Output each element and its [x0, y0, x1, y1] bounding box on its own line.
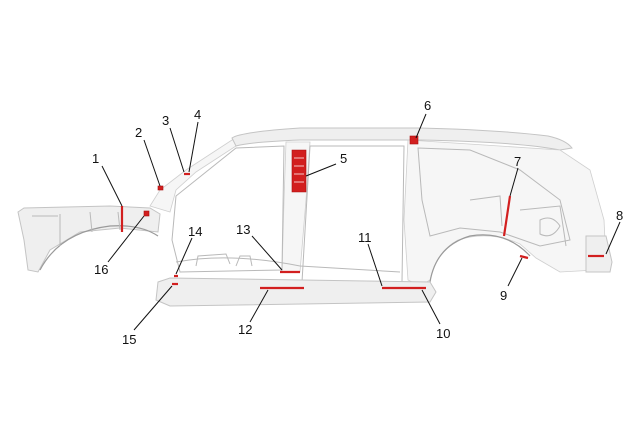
callout-10: 10: [436, 326, 450, 341]
leader-10: [421, 289, 441, 325]
leader-12: [249, 289, 269, 323]
body-shell: [17, 127, 613, 307]
leader-6: [415, 113, 427, 139]
part-7-marker: [502, 195, 512, 237]
callout-14: 14: [188, 224, 202, 239]
leader-15: [133, 285, 173, 331]
front-wheel-arch: [39, 225, 159, 271]
part-5-detail: [294, 157, 304, 183]
leader-3: [169, 127, 185, 173]
callout-9: 9: [500, 288, 507, 303]
leader-2: [143, 139, 161, 187]
callout-15: 15: [122, 332, 136, 347]
seat-crossmember: [195, 253, 253, 267]
front-inner-structure: [32, 211, 121, 246]
leader-11: [367, 243, 383, 287]
part-16-marker: [143, 210, 150, 217]
callout-5: 5: [340, 151, 347, 166]
leader-16: [107, 215, 145, 263]
rear-end-panel: [585, 235, 613, 273]
leader-1: [101, 165, 123, 207]
leader-9: [507, 257, 523, 287]
rear-inner-structure: [469, 195, 567, 247]
rear-quarter-panel: [403, 139, 607, 287]
part-9-marker: [519, 254, 529, 260]
callout-numbers: 1 2 3 4 5 6 7 8 9 10 11 12 13 14 15 16: [92, 98, 623, 347]
roof-rail: [231, 127, 573, 151]
callout-16: 16: [94, 262, 108, 277]
callout-11: 11: [358, 230, 372, 245]
callout-2: 2: [135, 125, 142, 140]
a-pillar: [149, 135, 241, 213]
callout-13: 13: [236, 222, 250, 237]
highlight-parts: [120, 135, 604, 290]
part-6-marker: [409, 135, 419, 145]
callout-12: 12: [238, 322, 252, 337]
leader-14: [175, 237, 193, 275]
callout-6: 6: [424, 98, 431, 113]
leader-5: [305, 163, 337, 177]
part-2-marker: [157, 185, 164, 191]
leader-13: [251, 235, 283, 271]
rear-door-opening: [301, 145, 405, 283]
callout-4: 4: [194, 107, 201, 122]
leader-lines: [101, 113, 621, 331]
leader-7: [509, 167, 519, 197]
callout-1: 1: [92, 151, 99, 166]
leader-4: [188, 121, 199, 173]
callout-7: 7: [514, 154, 521, 169]
leader-8: [605, 221, 621, 255]
callout-3: 3: [162, 113, 169, 128]
rocker-sill: [155, 277, 437, 307]
rear-window-frame: [417, 147, 571, 247]
part-5-b-pillar-inner: [291, 149, 307, 193]
callout-8: 8: [616, 208, 623, 223]
rear-wheel-arch: [429, 234, 531, 283]
